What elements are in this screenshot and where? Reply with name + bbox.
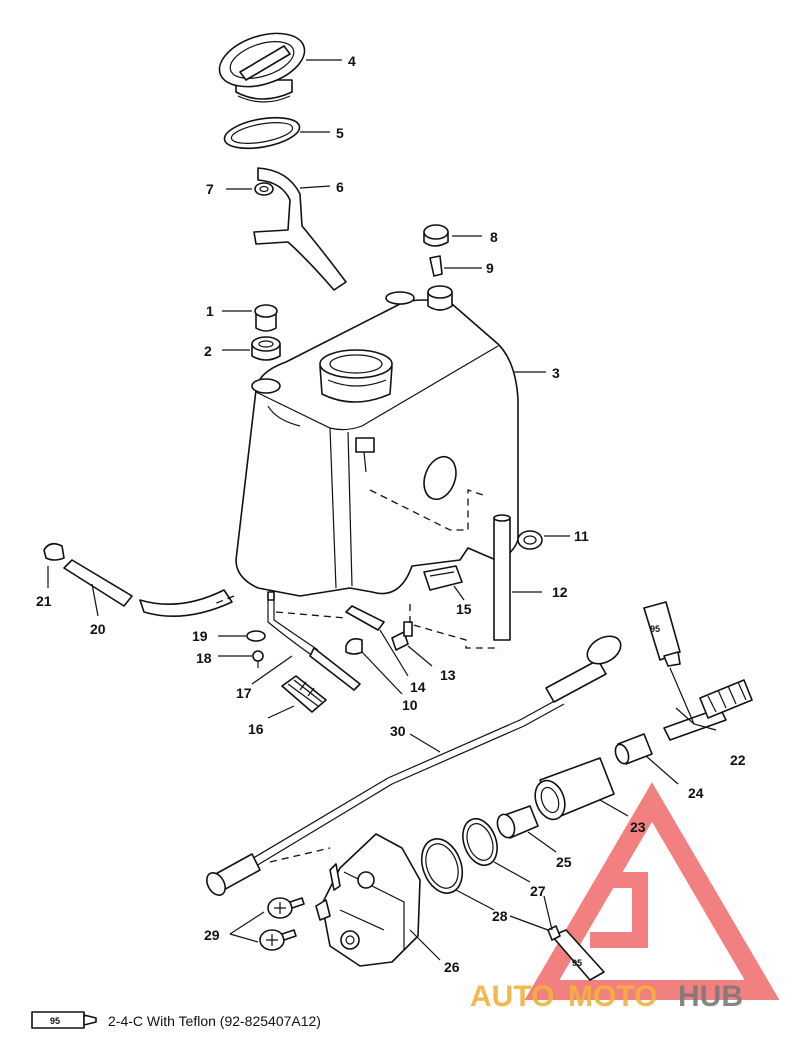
- callout-12: 12: [552, 584, 568, 600]
- gasket-ring-part: [223, 116, 301, 150]
- callout-26: 26: [444, 959, 460, 975]
- grommet-part: [254, 304, 278, 332]
- callout-3: 3: [552, 365, 560, 381]
- wire-harness-part: [267, 591, 361, 691]
- callout-23: 23: [630, 819, 646, 835]
- legend-description: 2-4-C With Teflon (92-825407A12): [108, 1013, 321, 1029]
- small-clamp-part: [43, 542, 65, 561]
- clip-part: [429, 255, 443, 277]
- callout-10: 10: [402, 697, 418, 713]
- callout-16: 16: [248, 721, 264, 737]
- hose-part: [63, 559, 233, 617]
- callout-11: 11: [574, 528, 589, 544]
- washer-part: [254, 182, 274, 196]
- pad-part: [423, 565, 463, 591]
- screw-part-29b: [259, 929, 297, 951]
- callout-13: 13: [440, 667, 456, 683]
- washer-part-19: [246, 630, 266, 642]
- callout-14: 14: [410, 679, 426, 695]
- watermark-auto: AUTO: [470, 980, 554, 1013]
- tube-code-upper: 95: [650, 624, 660, 634]
- assembly-guide-lines: [213, 489, 500, 863]
- sealant-tube-icon-lower: 95: [547, 925, 605, 981]
- plug-part: [423, 224, 449, 247]
- sealant-legend: 95 2-4-C With Teflon (92-825407A12): [31, 1011, 321, 1029]
- screw-part-18: [252, 650, 264, 668]
- watermark-text: AUTO MOTO HUB: [470, 980, 743, 1013]
- callout-22: 22: [730, 752, 746, 768]
- elbow-fitting-part-13: [391, 621, 413, 651]
- screw-part-29a: [267, 897, 305, 919]
- bushing-part-25: [496, 805, 539, 839]
- clamp-part-11: [517, 530, 543, 550]
- filler-cap-part: [218, 32, 306, 103]
- callout-25: 25: [556, 854, 572, 870]
- callout-15: 15: [456, 601, 472, 617]
- watermark-moto: MOTO: [568, 980, 657, 1013]
- housing-sleeve-part: [534, 757, 615, 821]
- callout-27: 27: [530, 883, 546, 899]
- callout-30: 30: [390, 723, 406, 739]
- gear-shaft-part: [663, 679, 753, 741]
- callout-18: 18: [196, 650, 212, 666]
- tube-code-lower: 95: [572, 958, 582, 968]
- legend-tube-icon: 95: [31, 1011, 97, 1029]
- callout-21: 21: [36, 593, 52, 609]
- callout-29: 29: [204, 927, 220, 943]
- callout-9: 9: [486, 260, 494, 276]
- fitting-part-14: [345, 605, 385, 631]
- leader-lines: [47, 59, 717, 961]
- callout-28: 28: [492, 908, 508, 924]
- clamp-part-10: [345, 638, 363, 655]
- bushing-part: [251, 336, 281, 361]
- callouts: 4 5 6 7 8 9 1 2 3 11 12 15 13 14 10 19 1…: [36, 53, 746, 975]
- callout-2: 2: [204, 343, 212, 359]
- sealant-tube-icon-upper: 95: [643, 601, 681, 667]
- screen-part: [281, 675, 327, 713]
- callout-6: 6: [336, 179, 344, 195]
- watermark-logo-icon: [524, 782, 780, 1000]
- callout-4: 4: [348, 53, 356, 69]
- callout-24: 24: [688, 785, 704, 801]
- callout-8: 8: [490, 229, 498, 245]
- o-ring-part-28: [420, 838, 464, 894]
- vent-tube-part: [493, 514, 511, 641]
- oil-tank-part: [235, 285, 519, 597]
- callout-5: 5: [336, 125, 344, 141]
- callout-17: 17: [236, 685, 252, 701]
- callout-20: 20: [90, 621, 106, 637]
- oil-pump-part: [315, 833, 421, 967]
- callout-19: 19: [192, 628, 208, 644]
- pickup-tube-part: [206, 635, 622, 896]
- strap-part: [253, 167, 347, 291]
- legend-tube-code: 95: [50, 1016, 60, 1026]
- watermark-hub: HUB: [678, 980, 743, 1013]
- small-bushing-part: [614, 733, 653, 765]
- callout-7: 7: [206, 181, 214, 197]
- o-ring-part-27: [462, 817, 498, 867]
- callout-1: 1: [206, 303, 214, 319]
